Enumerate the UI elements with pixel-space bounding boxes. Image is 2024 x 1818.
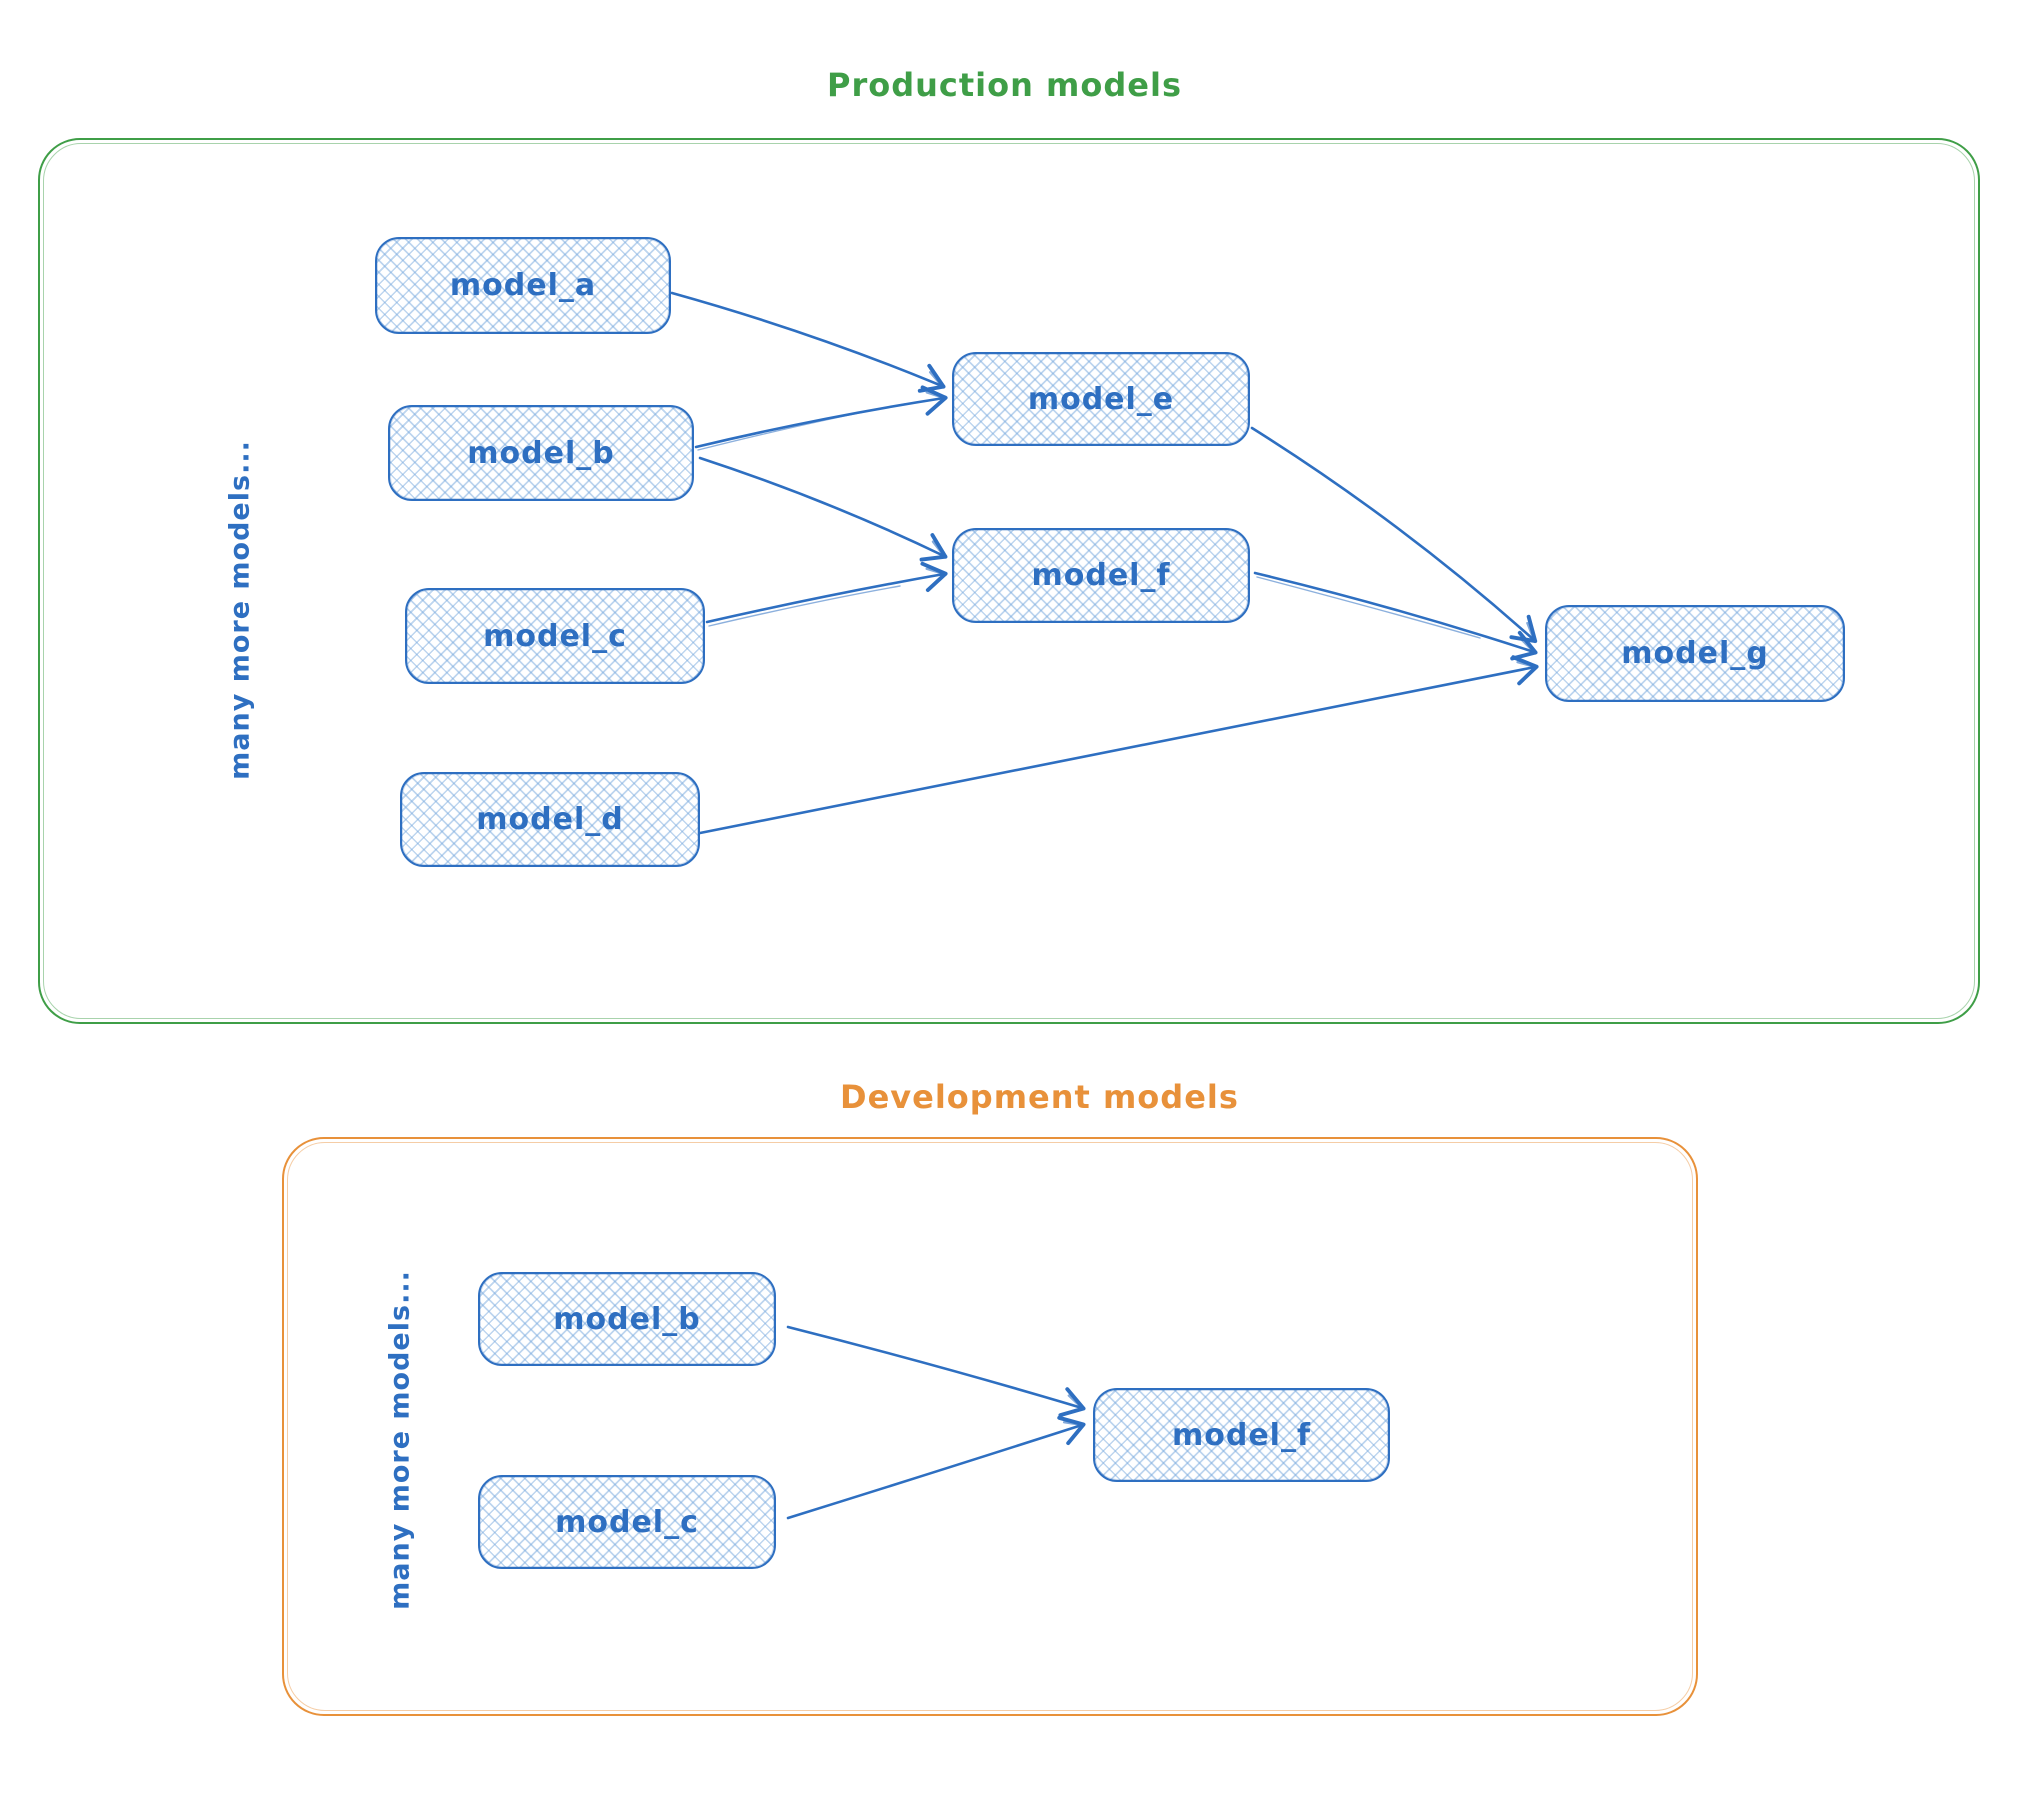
- node-production-model-a[interactable]: model_a: [375, 237, 671, 334]
- node-label: model_a: [449, 268, 597, 303]
- node-label: model_f: [1171, 1417, 1312, 1453]
- node-development-model-c[interactable]: model_c: [478, 1475, 776, 1569]
- node-development-model-f[interactable]: model_f: [1093, 1388, 1390, 1482]
- node-label: model_d: [476, 802, 624, 837]
- arrow-model_f-to-model_g[interactable]: [1253, 571, 1538, 661]
- arrow-model_b-to-model_f[interactable]: [698, 456, 948, 562]
- arrow-model_b-to-model_e[interactable]: [694, 385, 948, 449]
- node-production-model-g[interactable]: model_g: [1545, 605, 1845, 702]
- node-label: model_e: [1027, 381, 1175, 417]
- arrow-model_f-to-model_g-sketch: [1256, 576, 1481, 639]
- node-label: model_f: [1031, 558, 1171, 593]
- development-side-label[interactable]: many more models...: [384, 1270, 416, 1610]
- arrow-model_a-to-model_e[interactable]: [670, 291, 946, 393]
- node-production-model-d[interactable]: model_d: [400, 772, 700, 867]
- arrow-model_e-to-model_g[interactable]: [1250, 426, 1538, 644]
- arrow-dev-model_b-to-model_f[interactable]: [786, 1325, 1086, 1418]
- production-container-frame[interactable]: [38, 138, 1980, 1024]
- node-label: model_b: [467, 435, 615, 471]
- arrow-model_d-to-model_g[interactable]: [698, 655, 1539, 835]
- arrow-model_c-to-model_f[interactable]: [705, 561, 948, 624]
- node-production-model-c[interactable]: model_c: [405, 588, 705, 684]
- production-side-label[interactable]: many more models...: [224, 440, 256, 780]
- node-label: model_g: [1621, 636, 1769, 671]
- node-label: model_c: [555, 1504, 699, 1540]
- node-production-model-e[interactable]: model_e: [952, 352, 1250, 446]
- production-section-title[interactable]: Production models: [827, 66, 1182, 104]
- arrow-model_c-to-model_f-sketch: [708, 585, 901, 627]
- node-label: model_b: [553, 1301, 701, 1337]
- development-section-title[interactable]: Development models: [840, 1078, 1239, 1116]
- arrow-dev-model_c-to-model_f[interactable]: [786, 1415, 1086, 1520]
- node-development-model-b[interactable]: model_b: [478, 1272, 776, 1366]
- node-production-model-f[interactable]: model_f: [952, 528, 1250, 623]
- node-production-model-b[interactable]: model_b: [388, 405, 694, 501]
- development-container-frame[interactable]: [282, 1137, 1698, 1716]
- node-label: model_c: [483, 618, 627, 654]
